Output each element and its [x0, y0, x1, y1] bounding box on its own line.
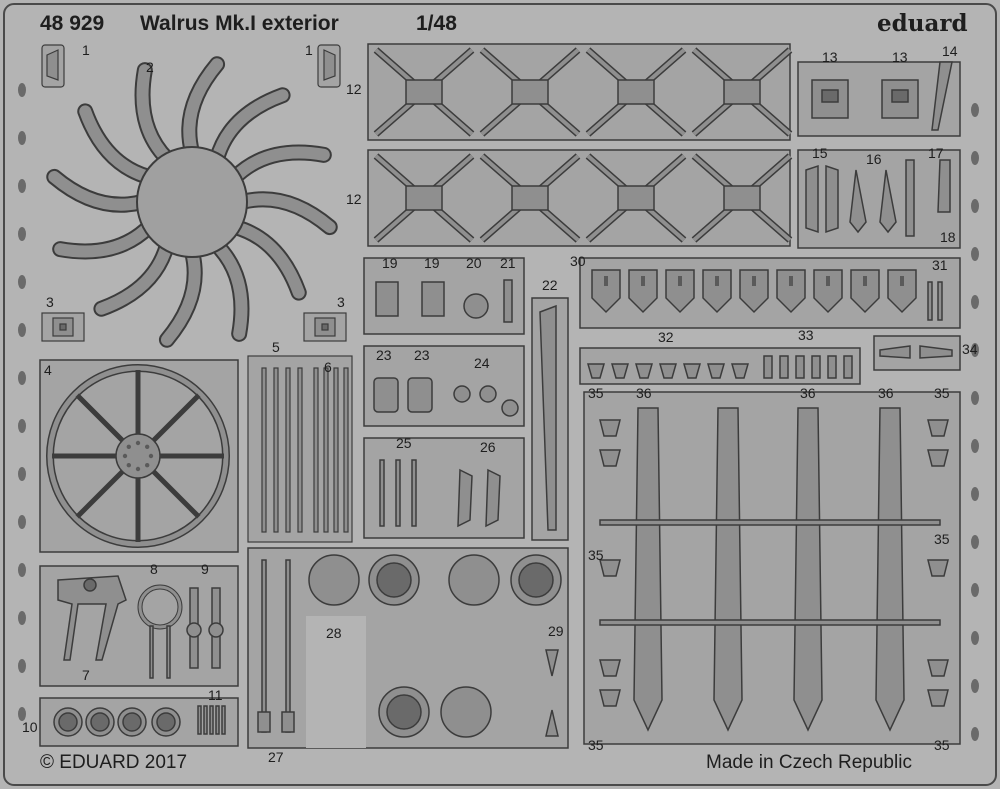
- part-number-label: 29: [548, 623, 564, 639]
- part-number-label: 11: [208, 687, 223, 703]
- part-number-label: 17: [928, 145, 944, 161]
- part-number-label: 2: [146, 59, 154, 75]
- part-number-label: 36: [878, 385, 894, 401]
- part-number-label: 8: [150, 561, 158, 577]
- part-number-label: 1: [82, 42, 90, 58]
- part-23-24-panel: [363, 345, 525, 427]
- part-number-label: 13: [892, 49, 908, 65]
- part-number-label: 30: [570, 253, 586, 269]
- part-number-label: 4: [44, 362, 52, 378]
- part-1-right: [317, 44, 341, 88]
- part-number-label: 18: [940, 229, 956, 245]
- part-number-label: 13: [822, 49, 838, 65]
- part-3-right: [303, 312, 347, 342]
- part-number-label: 23: [414, 347, 430, 363]
- part-number-label: 36: [800, 385, 816, 401]
- part-number-label: 14: [942, 43, 958, 59]
- part-15-18-panel: [797, 149, 961, 249]
- part-number-label: 7: [82, 667, 90, 683]
- origin-text: Made in Czech Republic: [706, 752, 912, 773]
- part-number-label: 31: [932, 257, 948, 273]
- right-edge-holes: [971, 103, 979, 741]
- part-number-label: 19: [424, 255, 440, 271]
- part-30-31-panel: [579, 257, 961, 329]
- part-4-wheel-panel: [39, 359, 239, 553]
- part-number-label: 24: [474, 355, 490, 371]
- part-number-label: 35: [934, 737, 950, 753]
- part-number-label: 1: [305, 42, 313, 58]
- part-number-label: 16: [866, 151, 882, 167]
- part-number-label: 25: [396, 435, 412, 451]
- part-7-9-panel: [39, 565, 239, 687]
- part-number-label: 12: [346, 191, 362, 207]
- part-13-14-panel: [797, 61, 961, 137]
- part-3-left: [41, 312, 85, 342]
- scale-label: 1/48: [416, 12, 457, 35]
- part-1-left: [41, 44, 65, 88]
- part-number-label: 35: [934, 385, 950, 401]
- part-number-label: 20: [466, 255, 482, 271]
- part-number-label: 26: [480, 439, 496, 455]
- copyright-text: © EDUARD 2017: [40, 752, 188, 773]
- part-27-29-panel: [247, 547, 569, 749]
- part-number-label: 12: [346, 81, 362, 97]
- set-title: Walrus Mk.I exterior: [140, 12, 339, 35]
- part-35-36-panel: [583, 391, 961, 745]
- part-number-label: 3: [46, 294, 54, 310]
- part-number-label: 35: [588, 547, 604, 563]
- part-number-label: 23: [376, 347, 392, 363]
- part-number-label: 35: [588, 385, 604, 401]
- part-32-33-panel: [579, 347, 861, 385]
- part-5-rods: [247, 355, 353, 543]
- part-22-strip: [531, 297, 569, 541]
- part-number-label: 27: [268, 749, 284, 765]
- part-number-label: 6: [324, 359, 332, 375]
- part-10-11-panel: [39, 697, 239, 747]
- left-edge-holes: [18, 83, 26, 721]
- part-number-label: 35: [934, 531, 950, 547]
- part-number-label: 10: [22, 719, 38, 735]
- part-number-label: 5: [272, 339, 280, 355]
- part-number-label: 3: [337, 294, 345, 310]
- fret-border: [3, 3, 997, 786]
- part-2-exhaust-collector: [46, 56, 338, 348]
- part-34: [873, 335, 961, 371]
- part-number-label: 21: [500, 255, 516, 271]
- part-number-label: 35: [588, 737, 604, 753]
- part-number-label: 28: [326, 625, 342, 641]
- set-number: 48 929: [40, 12, 105, 35]
- part-number-label: 9: [201, 561, 209, 577]
- part-number-label: 15: [812, 145, 828, 161]
- part-number-label: 33: [798, 327, 814, 343]
- brand-logo: eduard: [877, 10, 968, 37]
- part-19-21-panel: [363, 257, 525, 335]
- part-number-label: 22: [542, 277, 558, 293]
- part-number-label: 34: [962, 341, 978, 357]
- part-12-brackets: [367, 43, 793, 247]
- part-number-label: 19: [382, 255, 398, 271]
- part-number-label: 32: [658, 329, 674, 345]
- part-number-label: 36: [636, 385, 652, 401]
- part-25-26-panel: [363, 437, 525, 539]
